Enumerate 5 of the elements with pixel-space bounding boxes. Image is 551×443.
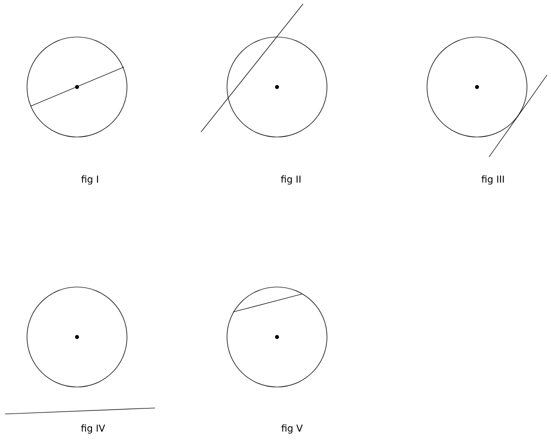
figure-label: fig II bbox=[280, 175, 300, 185]
figure-label: fig IV bbox=[81, 424, 106, 434]
figure-label: fig I bbox=[81, 175, 98, 185]
figure-label: fig V bbox=[281, 424, 303, 434]
figure-label: fig III bbox=[482, 175, 504, 185]
